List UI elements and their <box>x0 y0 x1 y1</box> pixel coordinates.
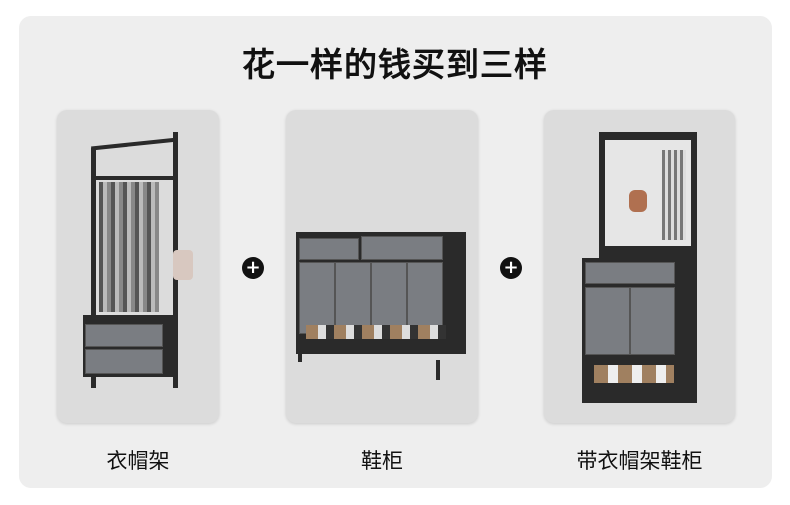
plus-icon: + <box>242 257 264 279</box>
product-card-shoe-cabinet[interactable] <box>286 110 478 423</box>
product-label: 鞋柜 <box>361 449 403 473</box>
product-card-hall-tree[interactable] <box>544 110 735 423</box>
product-label: 衣帽架 <box>106 449 170 473</box>
product-card-coat-rack[interactable] <box>57 110 219 423</box>
page-title: 花一样的钱买到三样 <box>242 45 548 84</box>
plus-icon: + <box>500 257 522 279</box>
product-label: 带衣帽架鞋柜 <box>576 449 703 473</box>
